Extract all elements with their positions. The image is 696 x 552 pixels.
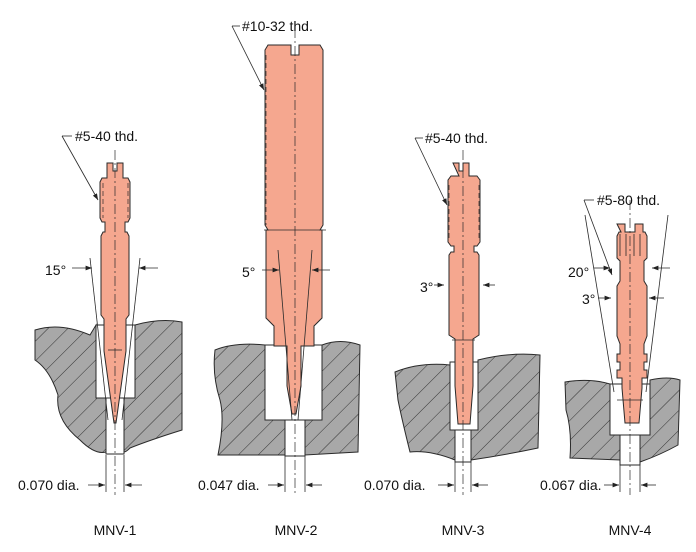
orifice-label: 0.067 dia. <box>540 477 602 493</box>
thread-label: #10-32 thd. <box>242 18 313 34</box>
valve-body-block <box>123 320 183 453</box>
angle-label: 3° <box>420 279 433 295</box>
orifice-label: 0.070 dia. <box>364 477 426 493</box>
valve-mnv-2: #10-32 thd. 5° 0.047 dia. MNV-2 <box>198 18 361 538</box>
valve-mnv-1: #5-40 thd. 15° 0.070 dia. MNV-1 <box>18 128 183 538</box>
model-label: MNV-2 <box>275 522 318 538</box>
angle-label: 15° <box>45 262 66 278</box>
valve-body-block <box>213 343 286 456</box>
thread-label: #5-40 thd. <box>425 130 488 146</box>
model-label: MNV-3 <box>442 522 485 538</box>
needle-stem <box>616 223 648 424</box>
needle-stem <box>99 162 131 424</box>
orifice-label: 0.070 dia. <box>18 477 80 493</box>
thread-label: #5-80 thd. <box>597 192 660 208</box>
orifice-label: 0.047 dia. <box>198 477 260 493</box>
thread-label: #5-40 thd. <box>75 128 138 144</box>
model-label: MNV-4 <box>609 522 652 538</box>
angle-label: 20° <box>568 264 589 280</box>
knurled-head <box>619 234 641 256</box>
needle-stem <box>447 162 481 425</box>
valve-mnv-4: #5-80 thd. 20° 3° 0.067 dia. MNV-4 <box>540 192 681 538</box>
valve-mnv-3: #5-40 thd. 3° 0.070 dia. MNV-3 <box>364 130 541 538</box>
angle-label: 3° <box>582 291 595 307</box>
model-label: MNV-1 <box>94 522 137 538</box>
valve-body-block <box>34 323 107 453</box>
angle-label: 5° <box>242 264 255 280</box>
valve-body-block <box>394 363 456 461</box>
valve-body-block <box>470 353 541 461</box>
